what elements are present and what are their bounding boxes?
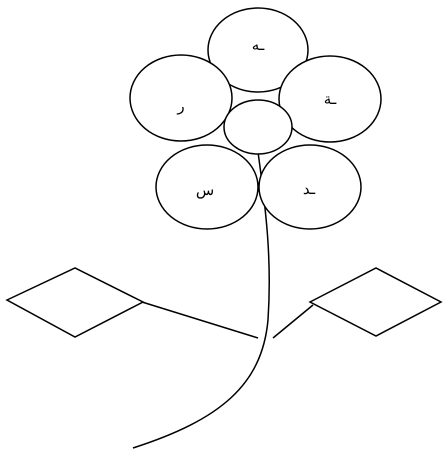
petal-right-letter: ـة (324, 90, 337, 108)
petal-left-letter: ر (176, 97, 184, 115)
flower-center (224, 100, 292, 154)
petal-right: ـة (279, 56, 381, 142)
left-leaf-stalk (142, 302, 258, 338)
left-leaf (7, 268, 143, 337)
petal-bottom-right: ـد (259, 145, 361, 229)
petal-top-letter: ـه (252, 36, 265, 54)
petal-bottom-left-letter: س (196, 181, 214, 199)
petal-bottom-right-letter: ـد (303, 180, 316, 198)
petal-bottom-left: س (156, 145, 258, 229)
right-leaf-stalk (273, 305, 313, 338)
petal-left: ر (130, 55, 232, 141)
right-leaf (310, 268, 441, 336)
